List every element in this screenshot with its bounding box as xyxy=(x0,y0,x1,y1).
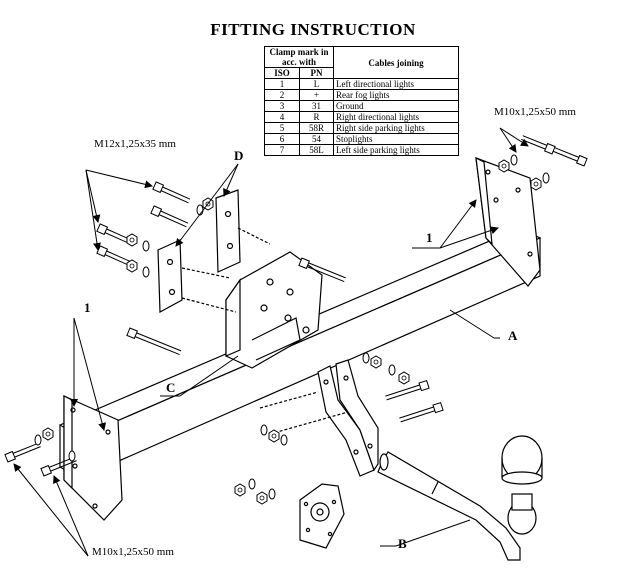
table-row: 4 R Right directional lights xyxy=(264,111,459,123)
part-label-c: C xyxy=(166,380,176,395)
bolt-group-m12 xyxy=(96,181,214,278)
bolt-group-m10-left xyxy=(4,427,77,477)
part-label-a: A xyxy=(508,328,518,343)
cable-cell: Left side parking lights xyxy=(333,144,459,156)
pn-cell: 58L xyxy=(298,144,335,156)
part-label-b: B xyxy=(398,536,407,551)
left-side-bracket xyxy=(63,395,123,521)
table-row: 2 + Rear fog lights xyxy=(264,89,459,101)
right-side-bracket xyxy=(475,156,541,287)
leader-lines xyxy=(13,127,529,557)
bolt-long-center xyxy=(126,257,346,356)
bolt-label-m10-top: M10x1,25x50 mm xyxy=(494,106,576,118)
cable-joining-table: Clamp mark in acc. with Cables joining I… xyxy=(264,46,459,156)
tow-bar-b xyxy=(377,451,521,561)
socket-mounting-plate xyxy=(299,483,345,549)
bracket-label-right: 1 xyxy=(426,230,433,245)
ball-bracket xyxy=(259,359,379,477)
table-row: 7 58L Left side parking lights xyxy=(264,144,459,156)
tow-ball xyxy=(501,435,543,535)
bracket-fasteners xyxy=(234,352,444,505)
d-reinforcement-plates xyxy=(157,189,271,313)
bolt-label-m10-bottom: M10x1,25x50 mm xyxy=(92,546,174,558)
table-row: 6 54 Stoplights xyxy=(264,133,459,145)
bolt-label-m12: M12x1,25x35 mm xyxy=(94,138,176,150)
bracket-label-left: 1 xyxy=(84,300,91,315)
page-title: FITTING INSTRUCTION xyxy=(210,20,416,39)
center-mounting-plate-c xyxy=(225,251,323,369)
part-label-d: D xyxy=(234,148,244,163)
